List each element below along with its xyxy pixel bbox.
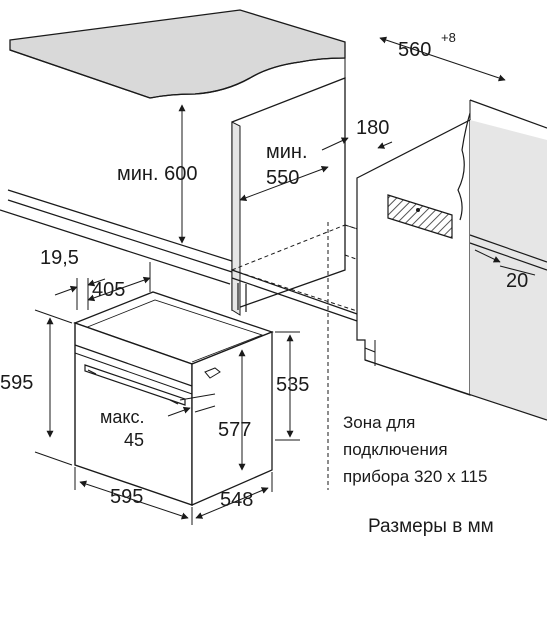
label-20: 20 [506,270,528,292]
dim-min-550: мин. 550 [239,141,329,202]
label-595-width: 595 [110,486,143,508]
label-405: 405 [92,279,125,301]
oven [73,291,274,506]
zone-line-2: подключения [343,440,448,459]
zone-line-1: Зона для [343,413,415,432]
niche-cabinet [230,77,547,421]
zone-line-3: прибора 320 x 115 [343,467,487,486]
countertop [9,9,346,99]
dim-oven-depth: 548 [195,472,273,519]
cabinet-left [0,189,236,285]
label-535: 535 [276,374,309,396]
label-max-word: макс. [100,407,144,427]
connection-zone-note: Зона для подключения прибора 320 x 115 [343,413,487,486]
dim-oven-width: 595 [74,467,193,525]
dim-oven-height: 595 [0,309,73,466]
dim-vent-cutout: 180 [321,117,393,151]
dim-body-height: 535 [275,331,309,441]
label-180: 180 [356,117,389,139]
label-550: 550 [266,167,299,189]
label-min-600: мин. 600 [117,163,197,185]
dim-inner-height: 577 [218,349,251,471]
connection-zone-box [327,194,453,490]
label-45: 45 [124,430,144,450]
dim-plinth-gap: 20 [474,249,536,292]
units-caption: Размеры в мм [368,516,494,537]
dim-niche-depth: 560 +8 [344,30,506,120]
label-19-5: 19,5 [40,247,79,269]
label-560: 560 [398,39,431,61]
label-595-height: 595 [0,372,33,394]
dim-front-offsets: 19,5 405 [40,247,151,310]
label-577: 577 [218,419,251,441]
label-548: 548 [220,489,253,511]
label-min-word: мин. [266,141,308,163]
dim-min-600: мин. 600 [117,104,197,244]
dim-max-45: макс. 45 [100,393,216,450]
label-560-tolerance: +8 [441,30,456,45]
